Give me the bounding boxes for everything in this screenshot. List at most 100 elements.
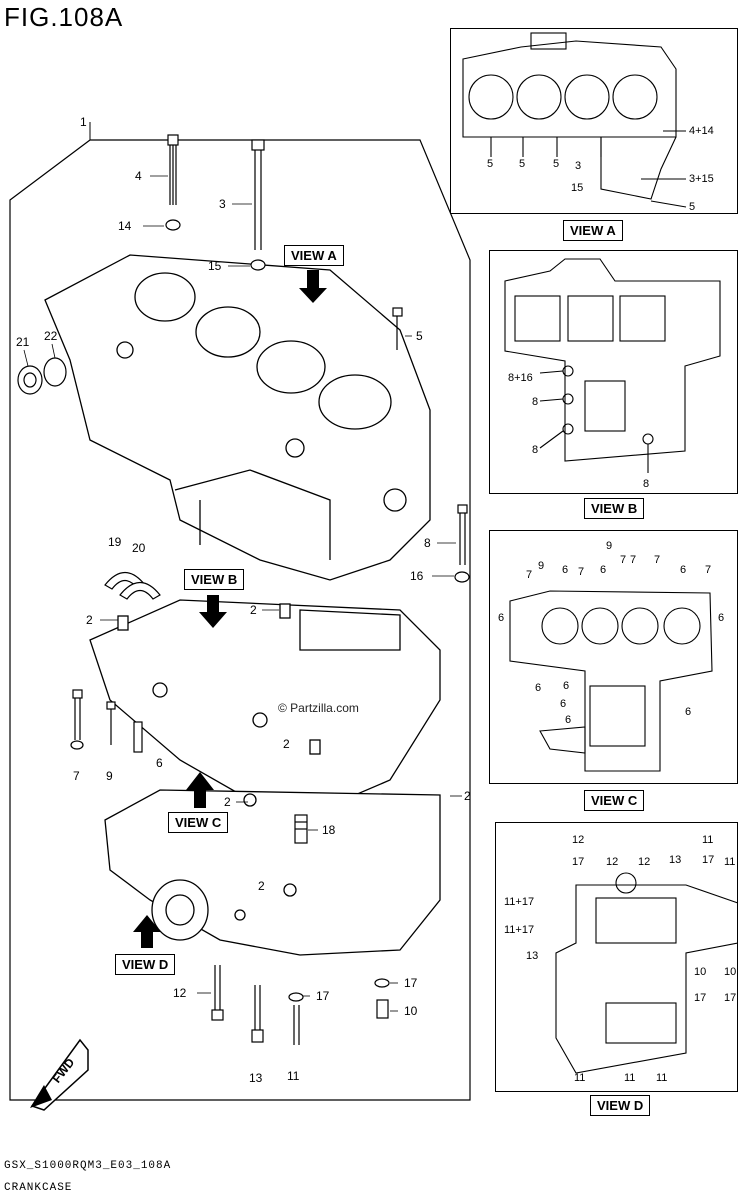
side-bolts	[70, 689, 143, 753]
view-c-callout-8: 7	[630, 554, 636, 566]
view-c-callout-4: 7	[578, 566, 584, 578]
callout-3: 3	[219, 197, 226, 211]
figure-title: FIG.108A	[4, 2, 124, 32]
callout-2a: 2	[86, 613, 93, 627]
view-a-callout-5: 15	[571, 182, 583, 194]
lower-bolts	[211, 965, 390, 1045]
main-view-a-label: VIEW A	[284, 245, 344, 266]
view-c-callout-18: 6	[560, 698, 566, 710]
view-a-label: VIEW A	[563, 220, 623, 241]
view-c-callout-17: 6	[685, 706, 691, 718]
view-d-callout-2: 17	[572, 856, 584, 868]
view-a-callout-6: 4+14	[689, 125, 714, 137]
leader-lines	[23, 175, 462, 1012]
view-c-callout-15: 6	[563, 680, 569, 692]
callout-2d: 2	[464, 789, 471, 803]
callout-2e: 2	[224, 795, 231, 809]
view-d-callout-8: 11	[724, 856, 735, 868]
view-c-callout-12: 6	[498, 612, 504, 624]
view-a-callout-7: 3+15	[689, 173, 714, 185]
view-c-label: VIEW C	[584, 790, 645, 811]
view-b-callout-2: 8	[532, 396, 538, 408]
view-b-callout-1: 8+16	[508, 372, 533, 384]
view-c-callout-3: 6	[562, 564, 568, 576]
plug-and-washer	[17, 357, 67, 395]
callout-14: 14	[118, 219, 132, 233]
view-d-callout-10: 11+17	[504, 924, 534, 936]
view-d-callout-9: 11+17	[504, 896, 534, 908]
callout-1: 1	[80, 115, 87, 129]
callout-8: 8	[424, 536, 431, 550]
view-a-panel: 5 5 5 3 15 4+14 3+15 5	[450, 28, 738, 214]
view-d-callout-7: 17	[702, 854, 714, 866]
callout-5: 5	[416, 329, 423, 343]
view-c-callout-14: 6	[535, 682, 541, 694]
view-d-callout-17: 11	[624, 1072, 635, 1084]
upper-bolts	[165, 134, 470, 583]
view-b-callout-3: 8	[532, 444, 538, 456]
view-c-drawing: 7 9 6 7 6 9 7 7 7 6 7 6 6 6 6 6 6 6	[498, 540, 724, 772]
view-c-callout-13: 6	[718, 612, 724, 624]
callout-7: 7	[73, 769, 80, 783]
callout-17b: 17	[404, 976, 418, 990]
view-b-panel: 8+16 8 8 8	[489, 250, 738, 494]
view-d-callout-14: 17	[694, 992, 706, 1004]
main-view-c-label: VIEW C	[168, 812, 229, 833]
callout-20: 20	[132, 541, 146, 555]
callout-4: 4	[135, 169, 142, 183]
view-a-drawing: 5 5 5 3 15 4+14 3+15 5	[462, 32, 714, 213]
view-c-callout-5: 6	[600, 564, 606, 576]
view-c-callout-2: 9	[538, 560, 544, 572]
view-d-callout-6: 11	[702, 834, 713, 846]
view-arrows	[133, 270, 327, 948]
view-d-callout-12: 10	[694, 966, 706, 978]
view-d-callout-16: 11	[574, 1072, 585, 1084]
callout-16: 16	[410, 569, 424, 583]
callout-17a: 17	[316, 989, 330, 1003]
callout-10: 10	[404, 1004, 418, 1018]
callout-13: 13	[249, 1071, 263, 1085]
view-c-callout-6: 9	[606, 540, 612, 552]
callout-2c: 2	[283, 737, 290, 751]
view-d-drawing: 12 17 12 12 13 11 17 11 11+17 11+17 13 1…	[504, 834, 739, 1084]
view-d-callout-11: 13	[526, 950, 538, 962]
view-b-callout-4: 8	[643, 478, 649, 490]
view-c-callout-11: 7	[705, 564, 711, 576]
view-b-label: VIEW B	[584, 498, 645, 519]
callout-12: 12	[173, 986, 187, 1000]
callout-2f: 2	[258, 879, 265, 893]
view-d-label: VIEW D	[590, 1095, 651, 1116]
view-c-panel: 7 9 6 7 6 9 7 7 7 6 7 6 6 6 6 6 6 6	[489, 530, 738, 784]
callout-18: 18	[322, 823, 336, 837]
view-a-callout-3: 5	[553, 158, 559, 170]
view-a-callout-4: 3	[575, 160, 581, 172]
view-d-callout-18: 11	[656, 1072, 667, 1084]
view-c-callout-1: 7	[526, 569, 532, 581]
callout-11: 11	[287, 1069, 300, 1083]
callout-21: 21	[16, 335, 30, 349]
callout-6: 6	[156, 756, 163, 770]
fwd-arrow	[30, 1038, 89, 1111]
view-b-drawing: 8+16 8 8 8	[504, 258, 721, 490]
dowel-18	[294, 814, 308, 844]
callout-2b: 2	[250, 603, 257, 617]
bearing-halves	[104, 571, 161, 600]
view-c-callout-7: 7	[620, 554, 626, 566]
view-d-callout-1: 12	[572, 834, 584, 846]
view-c-callout-10: 6	[680, 564, 686, 576]
callout-19: 19	[108, 535, 122, 549]
view-d-callout-5: 13	[669, 854, 681, 866]
view-c-callout-16: 6	[565, 714, 571, 726]
view-a-callout-1: 5	[487, 158, 493, 170]
figure-name: CRANKCASE	[4, 1182, 73, 1194]
callout-22: 22	[44, 329, 58, 343]
upper-crankcase	[44, 254, 431, 581]
callout-9: 9	[106, 769, 113, 783]
middle-crankcase	[89, 599, 441, 811]
main-view-b-label: VIEW B	[184, 569, 245, 590]
view-d-panel: 12 17 12 12 13 11 17 11 11+17 11+17 13 1…	[495, 822, 739, 1092]
view-a-callout-8: 5	[689, 201, 695, 213]
figure-code: GSX_S1000RQM3_E03_108A	[4, 1160, 172, 1172]
callout-15: 15	[208, 259, 222, 273]
